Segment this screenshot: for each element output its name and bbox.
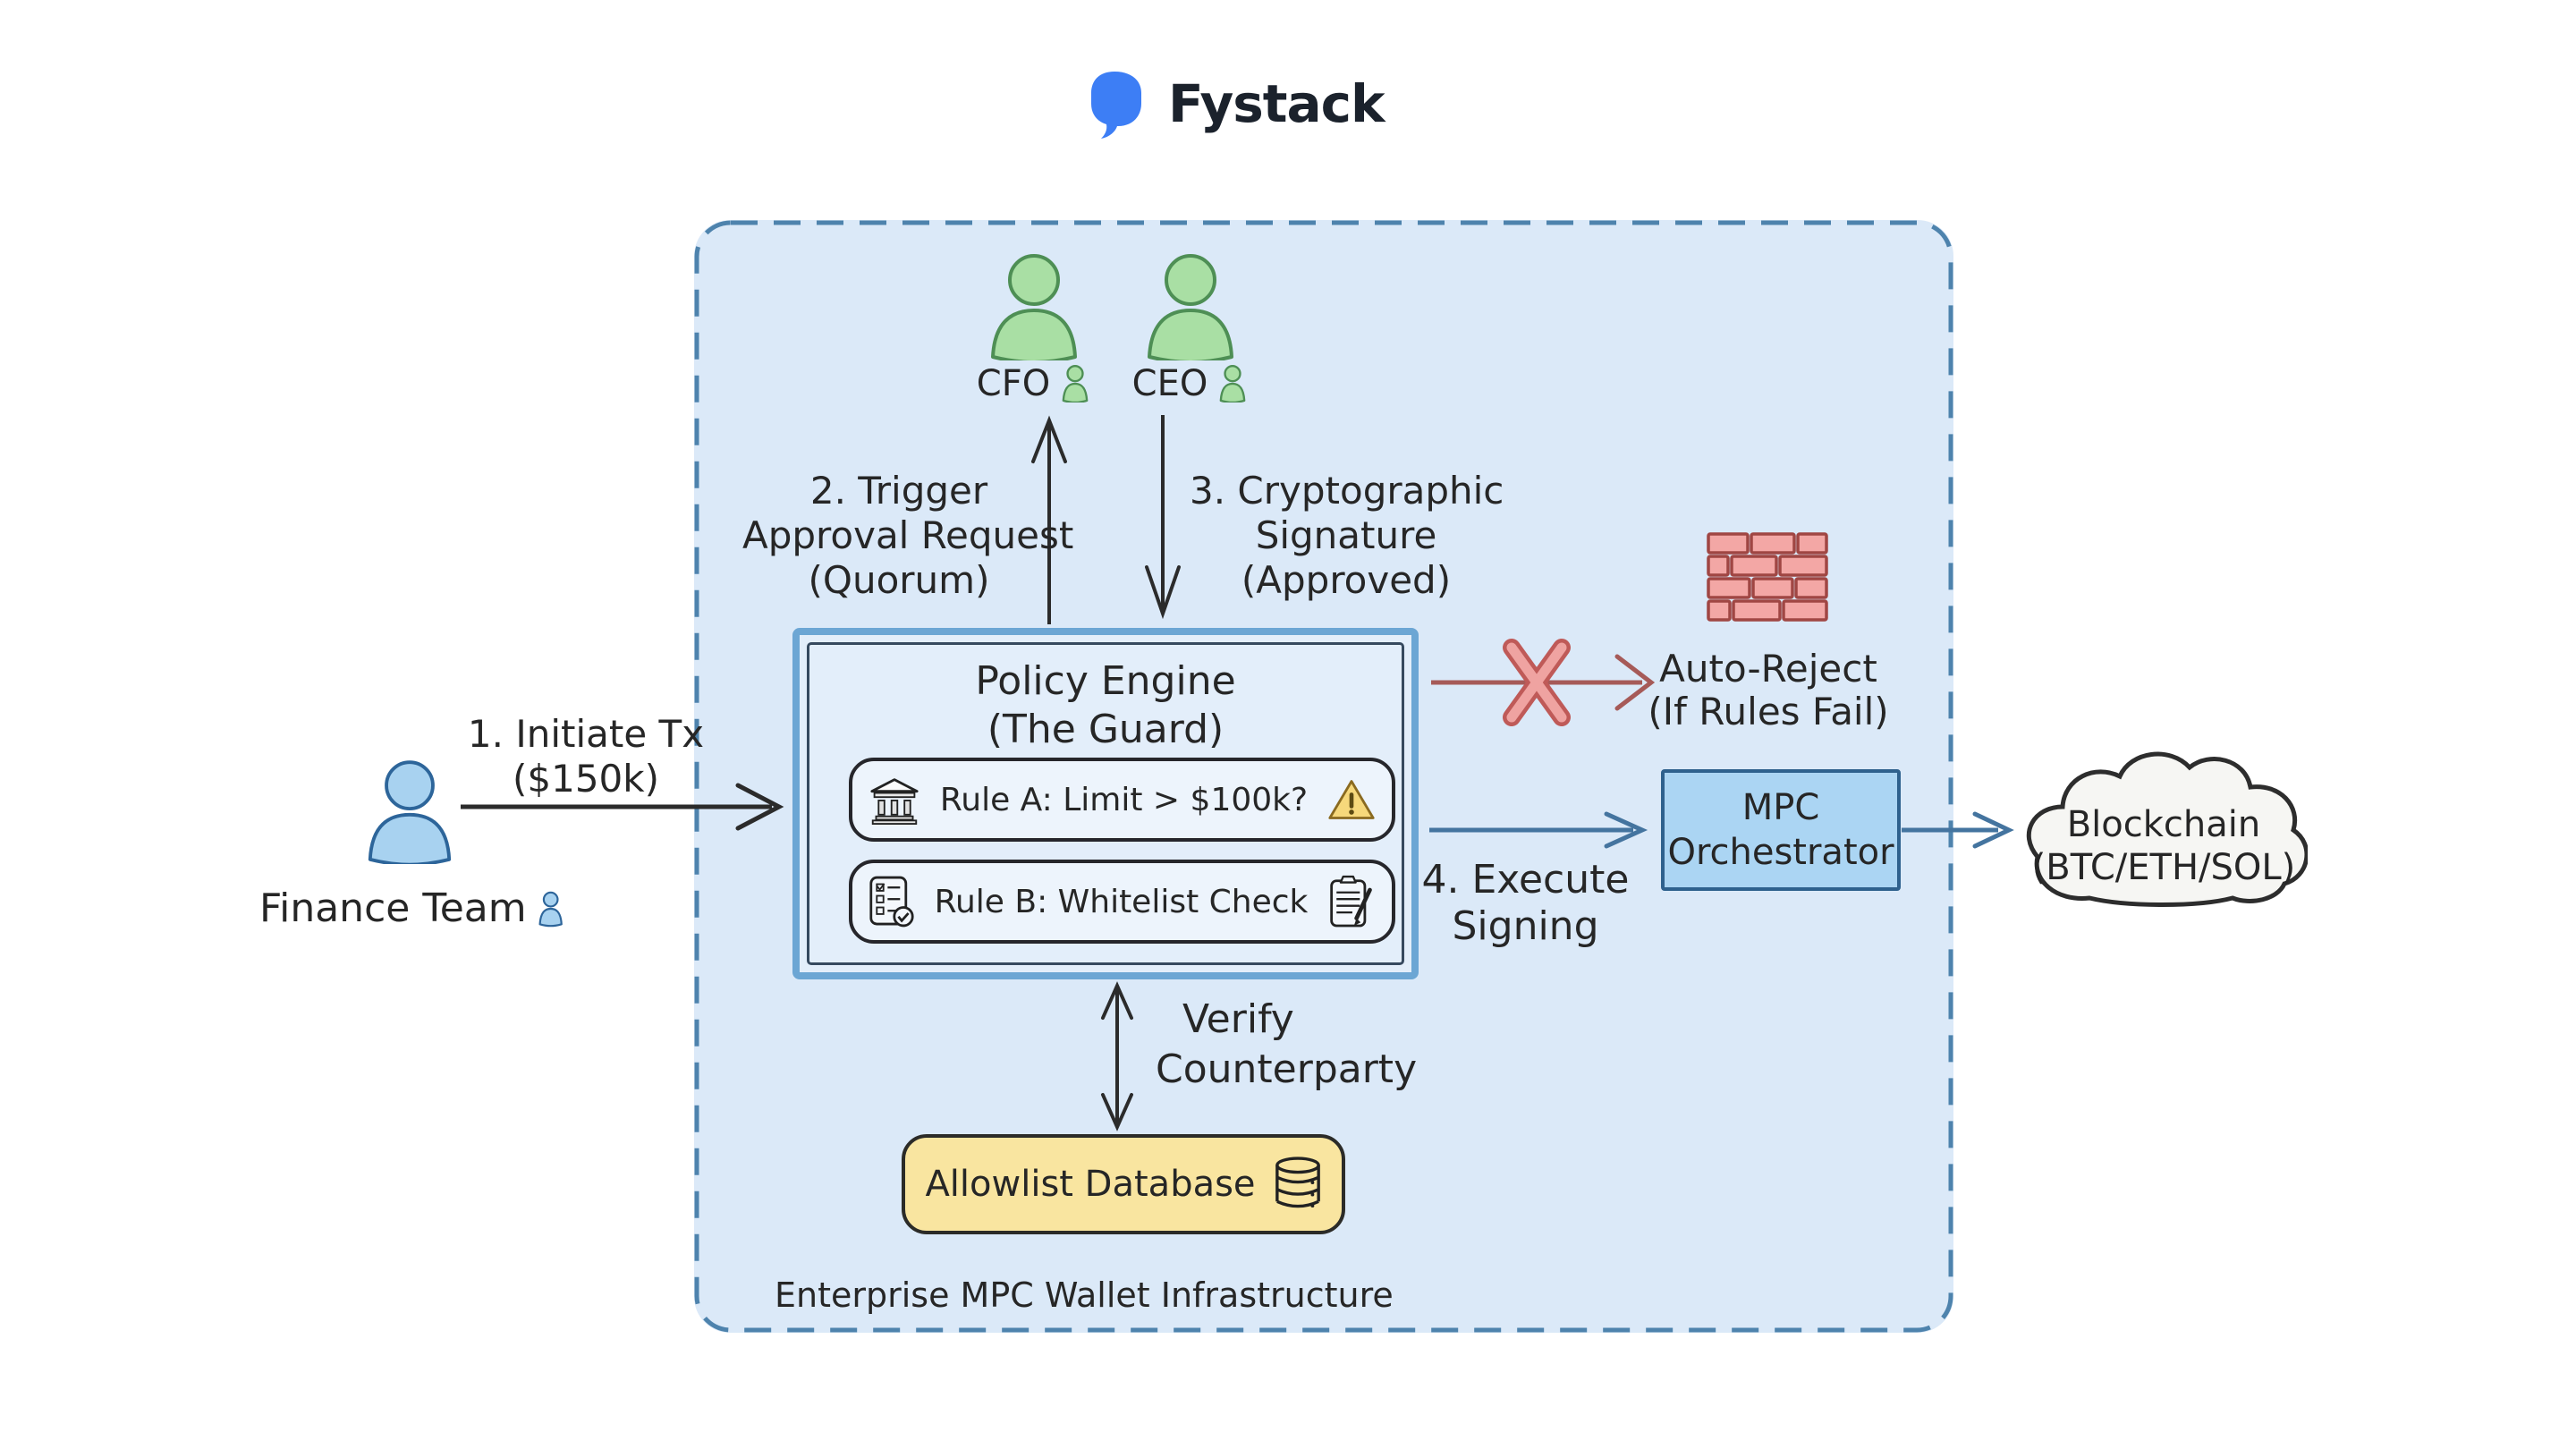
auto-reject-label: Auto-Reject (If Rules Fail) (1621, 648, 1916, 733)
cfo-person-icon (991, 254, 1077, 360)
initiate-arrow (461, 783, 784, 831)
fystack-logo-icon (1091, 72, 1141, 139)
dashed-border (694, 220, 1953, 1333)
warning-triangle-icon (1328, 780, 1375, 819)
broadcast-arrow (1902, 811, 2014, 849)
trigger-approval-arrow (1031, 415, 1067, 624)
policy-subtitle-line: (The Guard) (987, 707, 1224, 752)
signature-line-1: 3. Cryptographic (1190, 469, 1504, 513)
rule-b-pill: Rule B: Whitelist Check (849, 860, 1395, 944)
initiate-label: 1. Initiate Tx ($150k) (447, 712, 724, 801)
trigger-line-1: 2. Trigger (809, 469, 988, 513)
verify-counterparty-arrow (1101, 981, 1133, 1131)
auto-reject-line-2: (If Rules Fail) (1648, 690, 1889, 733)
cfo-label: CFO (976, 363, 1051, 404)
rule-b-text: Rule B: Whitelist Check (934, 883, 1309, 920)
cfo-badge-person-icon (1062, 365, 1089, 402)
blockchain-label: Blockchain (BTC/ETH/SOL) (2027, 803, 2301, 889)
allowlist-label: Allowlist Database (925, 1164, 1256, 1205)
mpc-orchestrator-node: MPC Orchestrator (1661, 769, 1901, 891)
signature-arrow (1145, 415, 1181, 620)
rule-a-pill: Rule A: Limit > $100k? (849, 758, 1395, 842)
finance-person-icon (368, 760, 452, 864)
clipboard-pencil-icon (1330, 875, 1372, 928)
policy-engine-title: Policy Engine (The Guard) (809, 657, 1402, 754)
initiate-line-1: 1. Initiate Tx (467, 712, 705, 756)
finance-label: Finance Team (259, 886, 527, 931)
cfo-label-row: CFO (962, 363, 1105, 404)
blockchain-line-2: (BTC/ETH/SOL) (2031, 847, 2296, 888)
finance-label-row: Finance Team (259, 886, 564, 931)
rule-a-text: Rule A: Limit > $100k? (939, 781, 1309, 818)
trigger-line-2: Approval Request (742, 513, 1074, 557)
blockchain-line-1: Blockchain (2066, 804, 2261, 845)
signature-line-2: Signature (1255, 513, 1437, 557)
ceo-label: CEO (1131, 363, 1208, 404)
blockchain-cloud-icon (2026, 751, 2308, 907)
mpc-line-1: MPC (1741, 787, 1820, 828)
bank-icon (870, 778, 919, 825)
policy-engine-node: Policy Engine (The Guard) Rule A: Limit … (792, 628, 1419, 979)
auto-reject-line-1: Auto-Reject (1659, 647, 1877, 691)
policy-title-line: Policy Engine (975, 658, 1236, 704)
trigger-line-3: (Quorum) (808, 558, 990, 602)
brick-wall-icon (1707, 532, 1828, 622)
verify-line-2: Counterparty (1156, 1046, 1418, 1092)
execute-signing-label: 4. Execute Signing (1411, 857, 1640, 950)
brand-header: Fystack (1088, 68, 1385, 140)
signature-label: 3. Cryptographic Signature (Approved) (1190, 469, 1504, 603)
finance-badge-person-icon (538, 891, 563, 927)
ceo-badge-person-icon (1219, 365, 1246, 402)
initiate-line-2: ($150k) (513, 757, 659, 801)
reject-arrow (1431, 639, 1656, 726)
ceo-person-icon (1148, 254, 1233, 360)
verify-counterparty-label: Verify Counterparty (1156, 995, 1417, 1095)
trigger-approval-label: 2. Trigger Approval Request (Quorum) (742, 469, 1074, 603)
verify-line-1: Verify (1182, 996, 1294, 1042)
execute-line-2: Signing (1452, 903, 1599, 949)
ceo-label-row: CEO (1118, 363, 1261, 404)
allowlist-database-node: Allowlist Database (902, 1134, 1345, 1234)
execute-signing-arrow (1429, 811, 1648, 849)
policy-engine-inner-border: Policy Engine (The Guard) Rule A: Limit … (807, 642, 1404, 965)
signature-line-3: (Approved) (1241, 558, 1452, 602)
checklist-icon (869, 876, 914, 928)
database-icon (1275, 1157, 1320, 1208)
execute-line-1: 4. Execute (1421, 857, 1630, 902)
boundary-label: Enterprise MPC Wallet Infrastructure (775, 1275, 1394, 1315)
mpc-line-2: Orchestrator (1667, 832, 1894, 873)
brand-name: Fystack (1168, 73, 1385, 134)
x-mark-icon (1503, 639, 1571, 726)
